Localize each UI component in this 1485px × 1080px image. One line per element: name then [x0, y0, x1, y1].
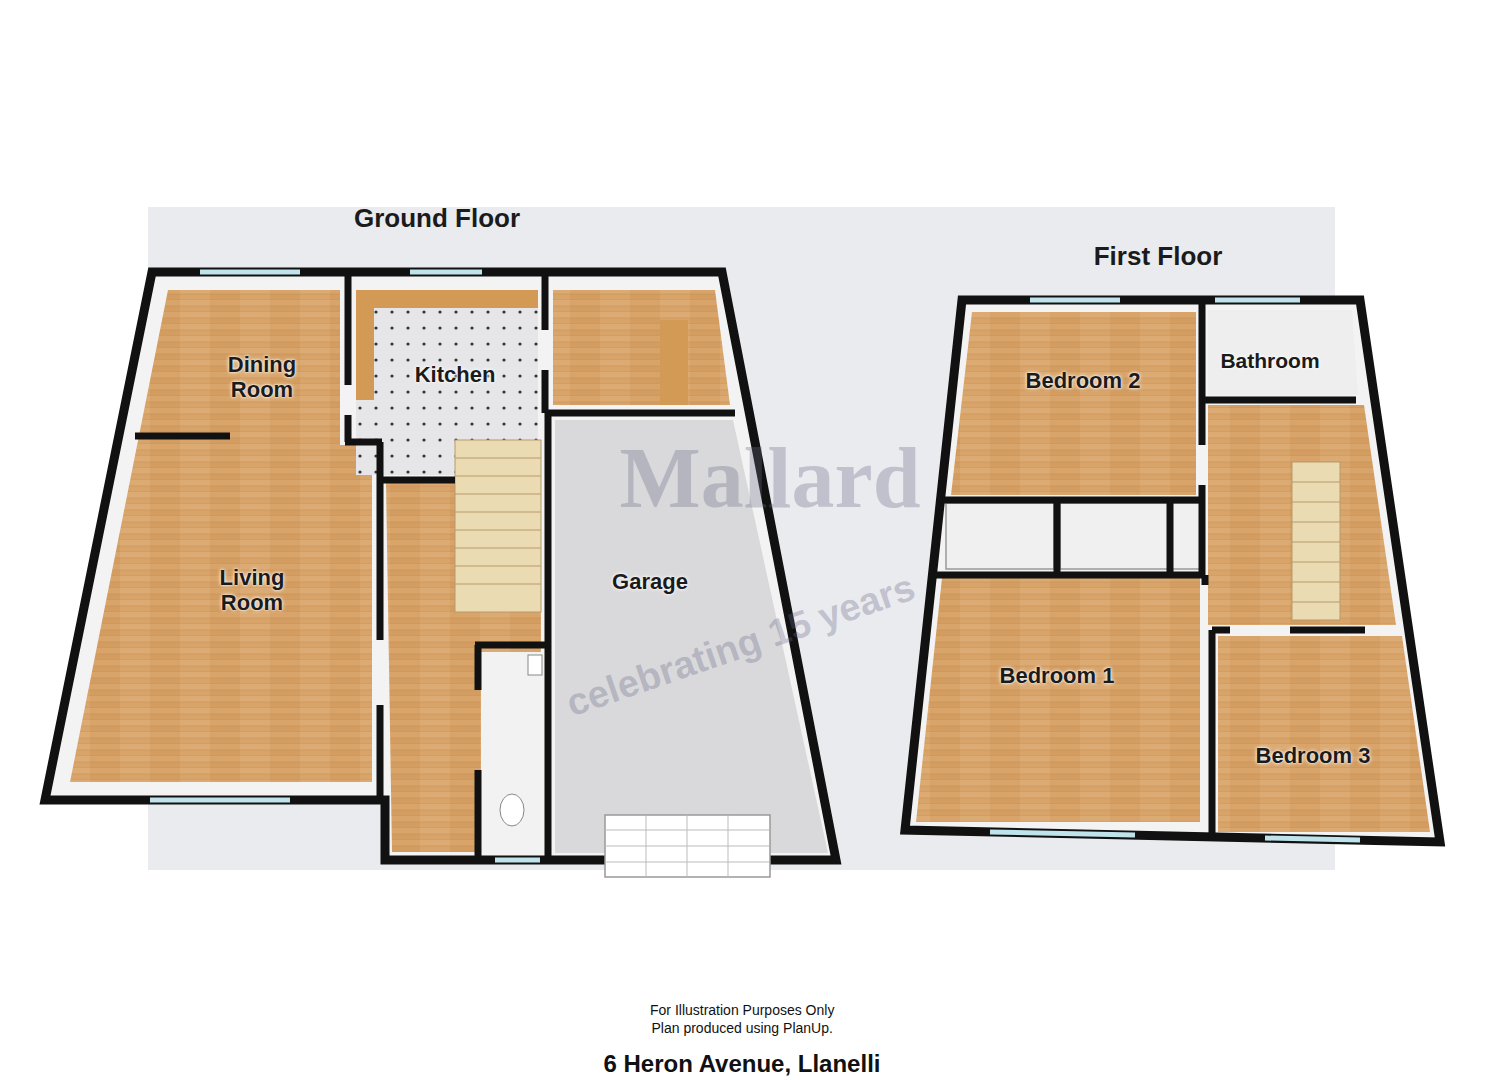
landing-stairs — [1292, 462, 1340, 620]
ground-floor-shell — [45, 272, 836, 860]
garage-door — [605, 815, 770, 877]
room-label: Bedroom 2 — [1026, 369, 1141, 394]
watermark: Mallard — [620, 428, 921, 528]
room-label: Kitchen — [415, 363, 496, 388]
windows — [150, 272, 540, 860]
wardrobes — [946, 503, 1202, 569]
living-dining-floor — [70, 290, 372, 782]
room-label: Dining Room — [207, 353, 317, 402]
room-area: Living Room — [60, 440, 375, 780]
note: For Illustration Purposes Only — [650, 1002, 834, 1018]
note: Plan produced using PlanUp. — [652, 1020, 833, 1036]
stairs — [455, 440, 541, 612]
basin-symbol — [528, 655, 542, 675]
bedroom-3-floor — [1218, 636, 1430, 832]
ground-floor-walls — [135, 272, 735, 860]
address-caption: 6 Heron Avenue, Llanelli — [604, 1050, 881, 1078]
room-label: Bedroom 3 — [1256, 744, 1371, 769]
kitchen-worktop — [356, 290, 374, 400]
room-area: Bathroom — [1205, 305, 1355, 397]
utility-floor — [553, 290, 730, 405]
floor-band: First FloorBedroom 2 BathroomBedroom 1 Bed… — [895, 235, 1450, 845]
bathroom-floor — [1208, 310, 1358, 395]
bedroom-2-floor — [951, 312, 1196, 495]
floor-heading: Ground Floor — [354, 204, 520, 233]
room-area: Bedroom 3 — [1215, 633, 1430, 833]
bedroom-1-floor — [916, 578, 1200, 822]
floor-band: Ground FloorDining Room KitchenLiving Roo… — [40, 195, 845, 870]
room-area: Dining Room — [160, 285, 345, 435]
kitchen-worktop — [356, 290, 538, 308]
room-label: Living Room — [192, 566, 312, 615]
room-area: Kitchen — [352, 285, 542, 475]
room-label: Bathroom — [1220, 349, 1319, 373]
first-floor-shell — [905, 300, 1440, 842]
room-area: Bedroom 1 — [915, 575, 1205, 825]
wc-floor — [481, 652, 541, 852]
room-label: Garage — [612, 570, 688, 595]
room-area: Bedroom 2 — [950, 305, 1200, 495]
utility-worktop — [660, 320, 688, 405]
room-label: Bedroom 1 — [1000, 664, 1115, 689]
landing-floor — [1208, 405, 1396, 625]
floor-heading: First Floor — [1094, 242, 1223, 271]
toilet-symbol — [500, 794, 524, 826]
